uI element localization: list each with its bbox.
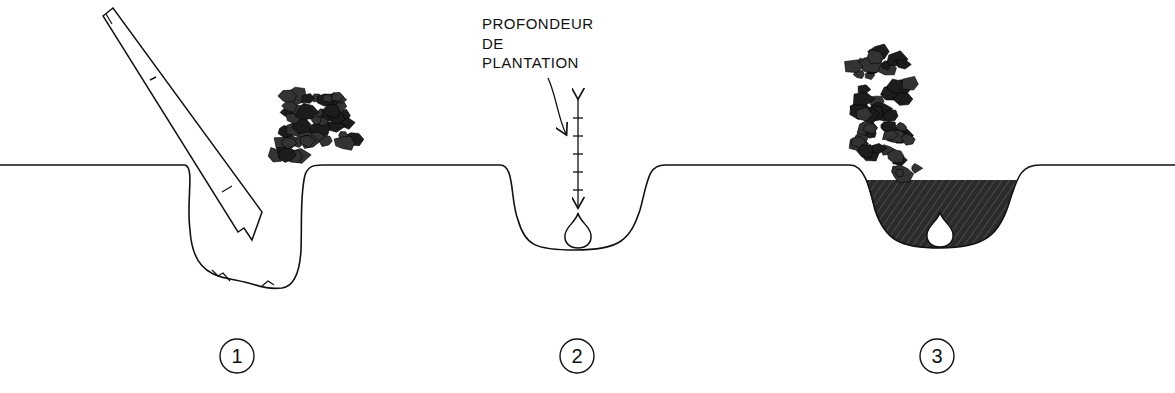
rock bbox=[300, 135, 316, 147]
rock bbox=[334, 136, 354, 150]
callout-circle: 1 bbox=[219, 338, 255, 374]
soil-fill bbox=[866, 180, 1017, 248]
rock bbox=[845, 60, 864, 73]
rock bbox=[858, 85, 871, 94]
rock bbox=[853, 92, 875, 105]
bulb bbox=[565, 213, 591, 248]
rock bbox=[281, 137, 297, 148]
rock bbox=[857, 145, 873, 158]
rock bbox=[882, 62, 890, 70]
rock bbox=[856, 107, 872, 121]
rock bbox=[864, 123, 877, 133]
callout-number: 1 bbox=[231, 346, 242, 366]
depth-label: PROFONDEUR DE PLANTATION bbox=[482, 14, 598, 73]
rock bbox=[902, 76, 918, 90]
stick-notch bbox=[106, 14, 232, 192]
rock bbox=[279, 148, 297, 162]
rock bbox=[867, 49, 884, 64]
callout-circle: 3 bbox=[919, 338, 955, 374]
rock bbox=[896, 169, 904, 176]
ground-line bbox=[0, 165, 1175, 288]
bulb bbox=[927, 212, 953, 247]
rock bbox=[322, 105, 340, 118]
rock bbox=[883, 130, 899, 140]
rock bbox=[888, 150, 904, 163]
rock bbox=[896, 60, 912, 70]
rock bbox=[901, 134, 915, 146]
rock bbox=[331, 92, 343, 101]
rock bbox=[893, 92, 913, 105]
rock bbox=[912, 164, 923, 174]
rough-hole-bottom bbox=[212, 270, 274, 286]
rock bbox=[883, 110, 898, 121]
callout-circle: 2 bbox=[559, 338, 595, 374]
rock bbox=[302, 94, 315, 104]
rock-piles bbox=[268, 44, 923, 183]
depth-ticks bbox=[573, 118, 583, 190]
leader-arrow bbox=[548, 78, 566, 134]
callout-number: 2 bbox=[571, 346, 582, 366]
callout-number: 3 bbox=[931, 346, 942, 366]
rock bbox=[897, 122, 907, 131]
rock bbox=[282, 102, 298, 113]
rock bbox=[295, 103, 319, 120]
digging-stick bbox=[103, 8, 262, 240]
rock bbox=[892, 164, 914, 183]
